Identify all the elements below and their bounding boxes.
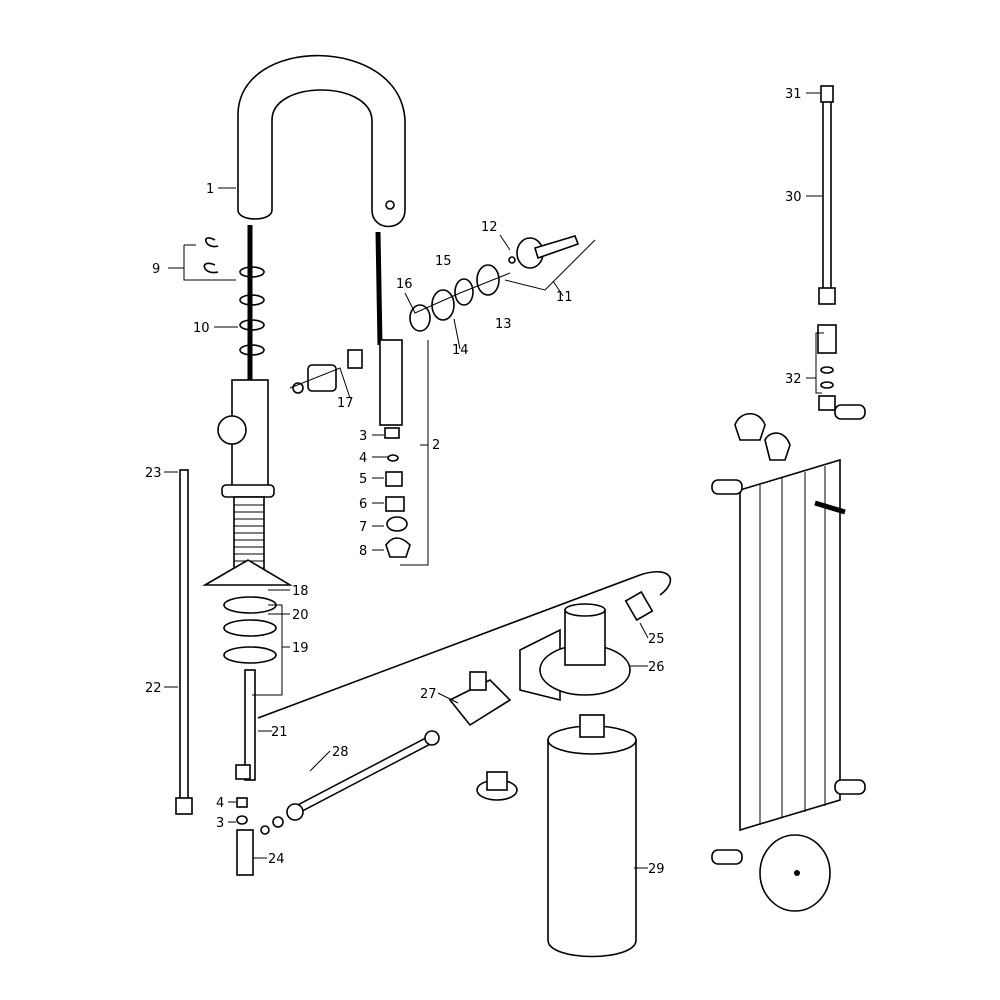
callout-22: 22 [145,681,162,696]
hose-30 [822,99,832,291]
washers [223,596,277,664]
part-8 [385,537,411,558]
callout-2: 2 [432,438,440,453]
supply-hose-22 [179,469,189,801]
callout-29: 29 [648,862,665,877]
callout-24: 24 [268,852,285,867]
callout-14: 14 [452,343,469,358]
part-3b [236,815,248,825]
leader-lines [164,92,824,869]
callout-28: 28 [332,745,349,760]
callout-15: 15 [435,254,452,269]
filter-head-top [564,609,606,666]
part-4 [387,454,399,462]
callout-27: 27 [420,687,437,702]
cartridge-part [307,364,337,392]
callout-8: 8 [359,544,367,559]
nut-part [235,764,251,780]
body-flange [221,484,275,498]
hose-nut [175,797,193,815]
filter-cartridge-29 [547,739,637,958]
callout-13: 13 [495,317,512,332]
callout-19: 19 [292,641,309,656]
callout-31: 31 [785,87,802,102]
filter-hose [257,570,672,719]
callout-18: 18 [292,584,309,599]
callout-4-lower: 4 [216,796,224,811]
fitting-25 [624,590,654,622]
part-13 [476,264,500,296]
part-11-handle [534,235,580,260]
fitting-31 [820,85,834,103]
spout-part [237,54,406,228]
part-4b [236,797,248,808]
callout-9: 9 [152,262,160,277]
panel-clip [734,412,766,441]
panel-brackets [711,404,866,865]
part-12 [508,256,516,264]
callout-1: 1 [206,182,214,197]
cartridge-nut [347,349,363,369]
callout-5: 5 [359,472,367,487]
part-14 [431,289,455,321]
callout-3-lower: 3 [216,816,224,831]
callout-7: 7 [359,520,367,535]
callout-10: 10 [193,321,210,336]
lever-part [217,415,247,445]
callout-12: 12 [481,220,498,235]
callout-26: 26 [648,660,665,675]
part-5 [385,471,403,487]
tee-valve-24 [236,829,254,876]
callout-4: 4 [359,451,367,466]
part-6 [385,496,405,512]
spray-handle [379,339,403,426]
callout-20: 20 [292,608,309,623]
callout-17: 17 [337,396,354,411]
part-7 [386,516,408,532]
mounting-panel [739,458,841,832]
callout-23: 23 [145,466,162,481]
hose-rings [239,266,265,356]
callout-25: 25 [648,632,665,647]
shank-rod [244,669,256,781]
callout-32: 32 [785,372,802,387]
part-3 [384,427,400,439]
callout-30: 30 [785,190,802,205]
callout-21: 21 [271,725,288,740]
part-16 [409,304,431,332]
callout-6: 6 [359,497,367,512]
part-15 [454,278,474,306]
callout-11: 11 [556,290,573,305]
mounting-plate [202,559,293,586]
clip-part [203,237,219,274]
callout-16: 16 [396,277,413,292]
part-32 [817,324,837,354]
valve-27-top [469,671,487,691]
callout-3: 3 [359,429,367,444]
spout-button [385,200,395,210]
